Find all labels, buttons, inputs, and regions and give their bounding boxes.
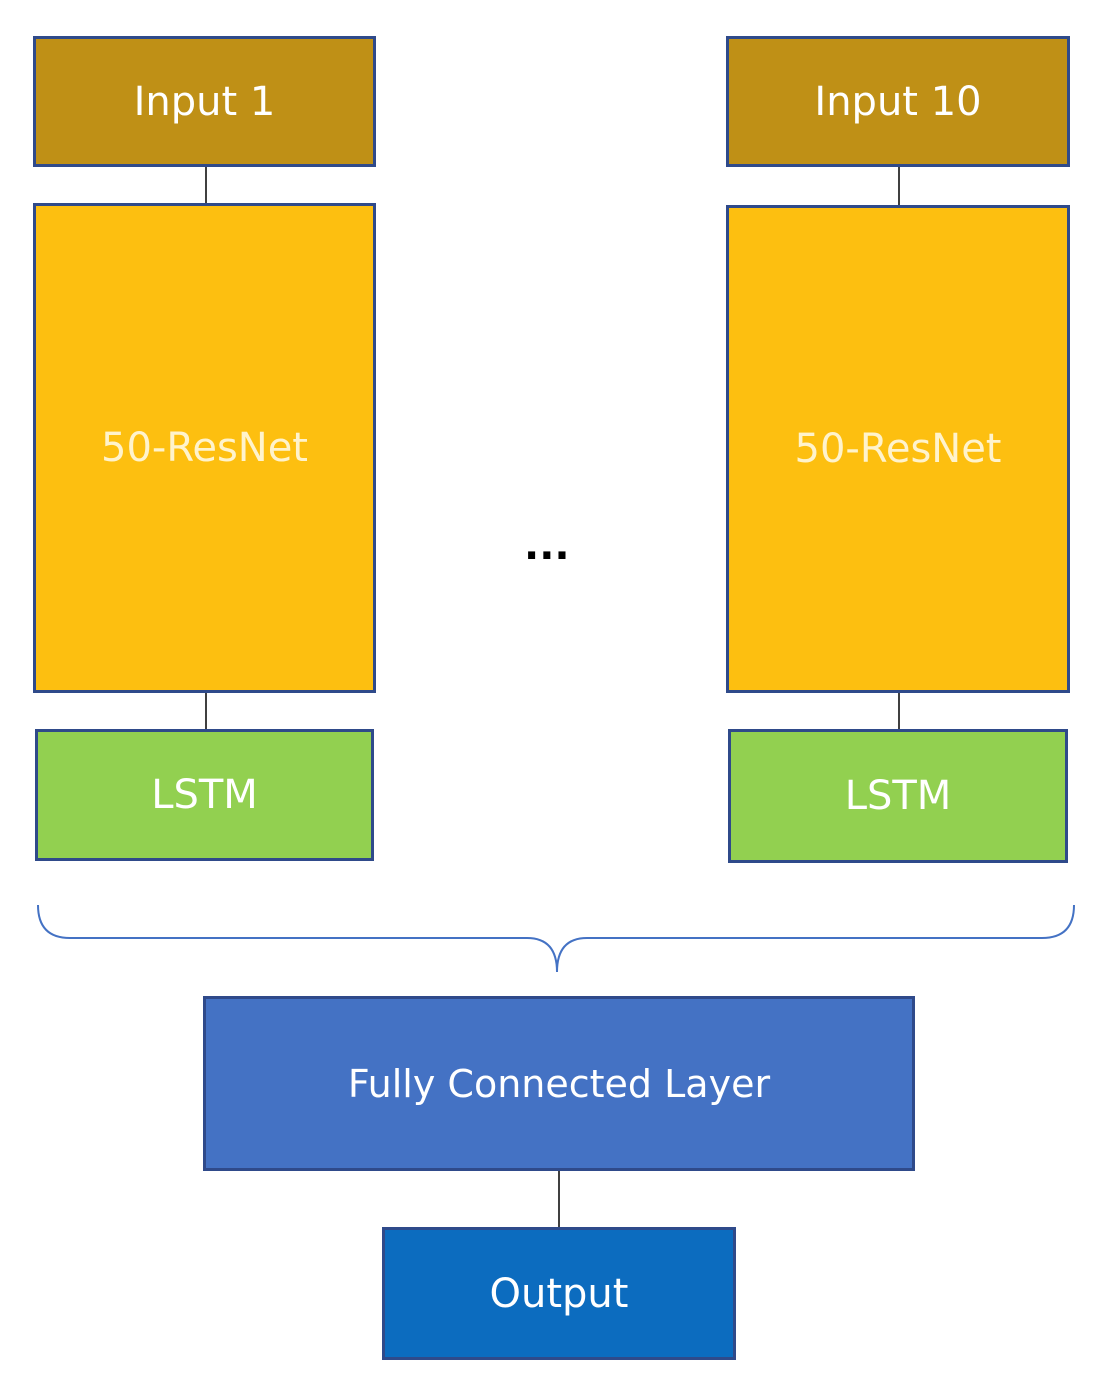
output-label: Output: [489, 1270, 629, 1317]
resnet-10-label: 50-ResNet: [794, 426, 1002, 472]
grouping-brace: [37, 904, 1075, 973]
resnet-1-box: 50-ResNet: [33, 203, 376, 693]
input-1-label: Input 1: [133, 78, 276, 125]
lstm-10-label: LSTM: [844, 773, 952, 819]
input-10-label: Input 10: [814, 78, 982, 125]
resnet-1-label: 50-ResNet: [101, 425, 308, 471]
ellipsis-marker: ...: [524, 523, 570, 569]
input-1-box: Input 1: [33, 36, 376, 167]
lstm-1-box: LSTM: [35, 729, 374, 861]
lstm-10-box: LSTM: [728, 729, 1068, 863]
resnet-10-box: 50-ResNet: [726, 205, 1070, 693]
fully-connected-layer-box: Fully Connected Layer: [203, 996, 915, 1171]
lstm-1-label: LSTM: [151, 772, 258, 818]
output-box: Output: [382, 1227, 736, 1360]
fully-connected-layer-label: Fully Connected Layer: [347, 1061, 771, 1106]
input-10-box: Input 10: [726, 36, 1070, 167]
